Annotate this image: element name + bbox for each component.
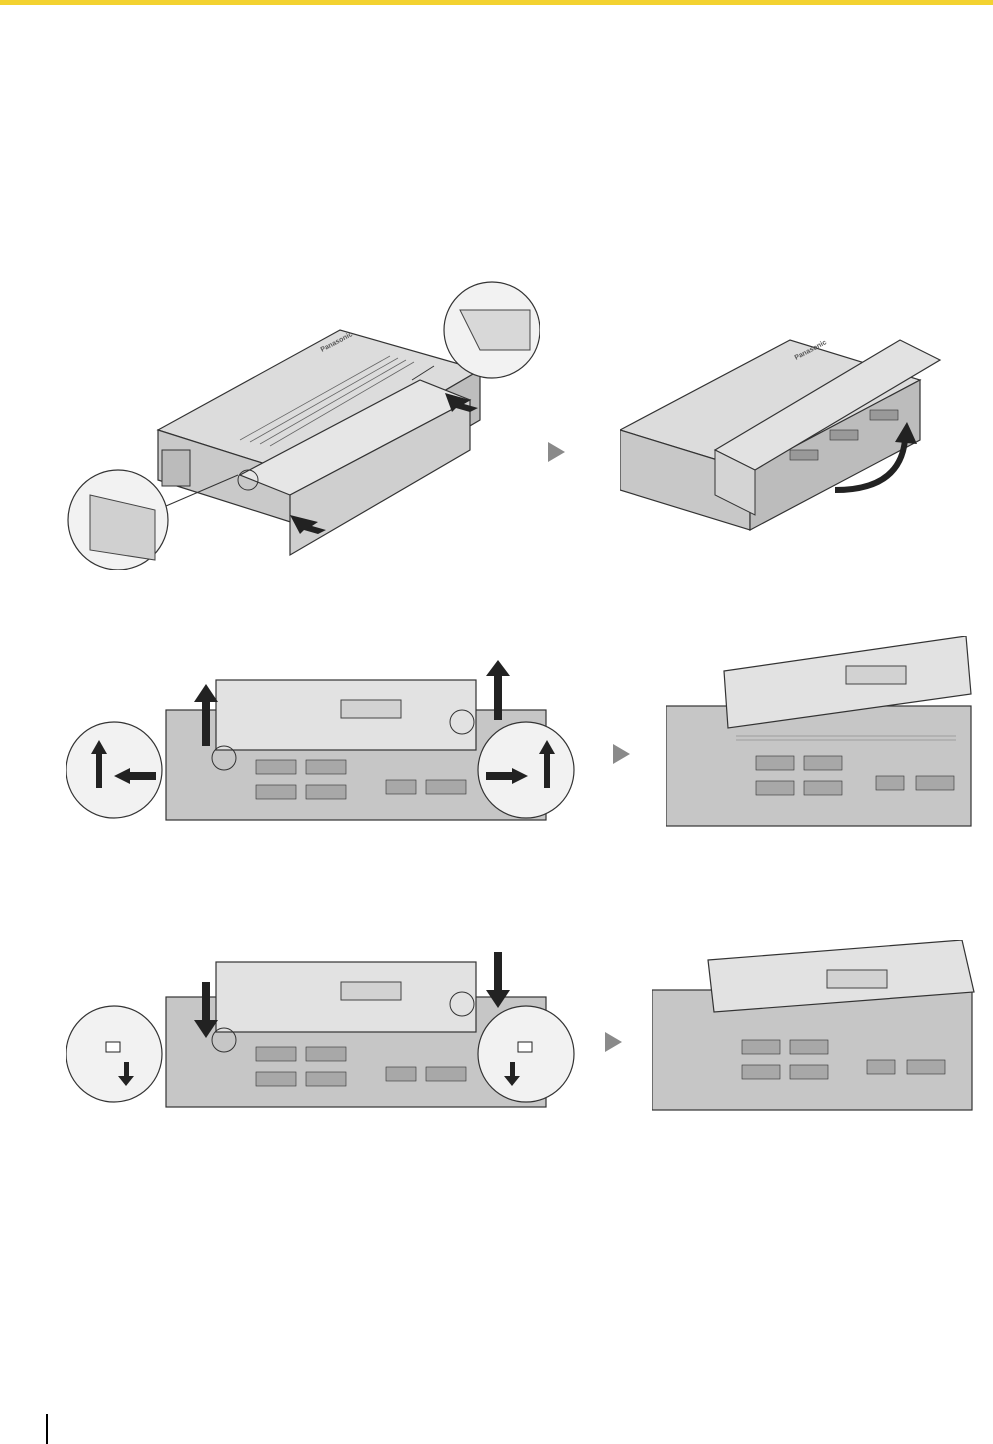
figure-remove-front-cover: Panasonic	[60, 270, 540, 570]
figure-cover-opened: Panasonic	[620, 330, 950, 560]
figure-cover-closed	[652, 940, 982, 1120]
page-footer-rule	[46, 1414, 48, 1444]
header-accent-rule	[0, 0, 993, 5]
next-step-arrow-icon	[548, 442, 565, 462]
magnify-circle-icon	[478, 1006, 574, 1102]
magnify-circle-icon	[478, 722, 574, 818]
figure-cover-lifted	[666, 636, 976, 836]
figure-lift-cover-up	[66, 660, 586, 830]
next-step-arrow-icon	[605, 1032, 622, 1052]
next-step-arrow-icon	[613, 744, 630, 764]
figure-push-cover-down	[66, 942, 586, 1117]
magnify-circle-icon	[66, 1006, 162, 1102]
magnify-circle-icon	[66, 722, 162, 818]
